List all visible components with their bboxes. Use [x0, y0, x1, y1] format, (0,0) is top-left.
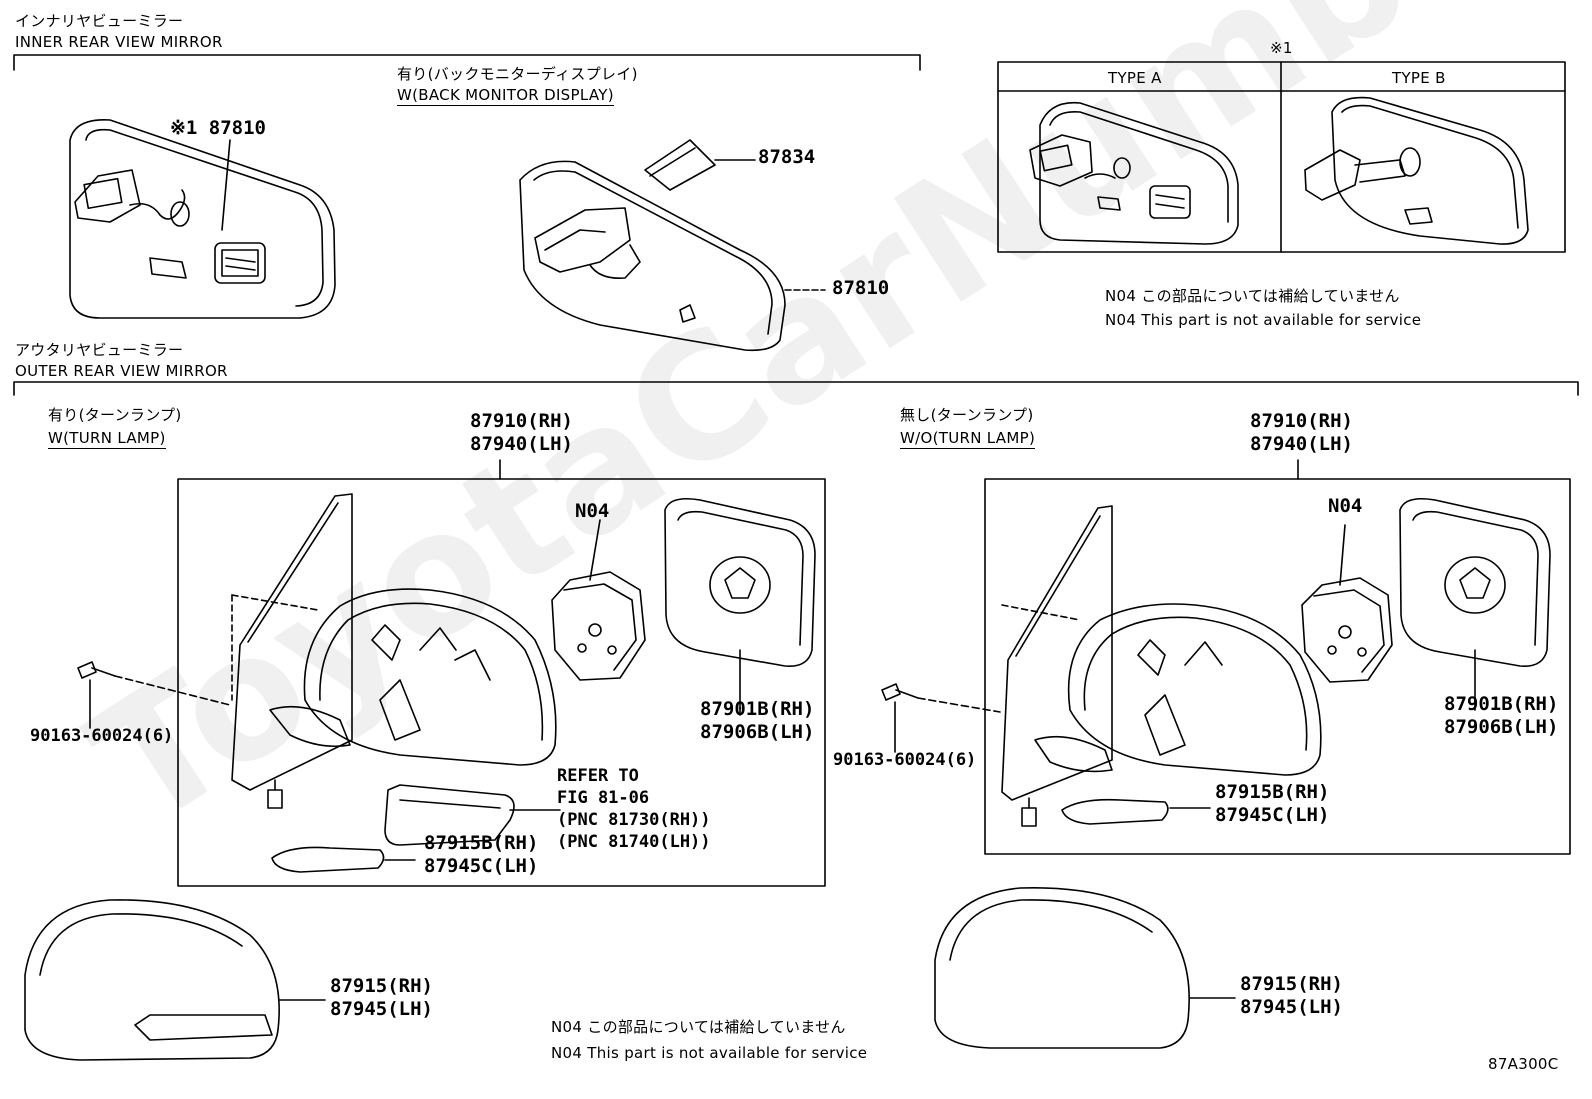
- outer-right-cap: [934, 886, 1236, 1049]
- left-cover-lh: 87945C(LH): [424, 855, 539, 877]
- outer-left-glass: [664, 497, 816, 716]
- inner-section-title-jp: インナリヤビューミラー: [15, 12, 184, 30]
- no-turn-lamp-condition-jp: 無し(ターンランプ): [900, 406, 1034, 424]
- right-cover-rh: 87915B(RH): [1215, 781, 1330, 803]
- turn-lamp-condition-jp: 有り(ターンランプ): [48, 406, 182, 424]
- inner-section-bracket: [13, 54, 921, 71]
- outer-left-mirror-body: [231, 493, 557, 809]
- inner-section-title-en: INNER REAR VIEW MIRROR: [15, 33, 223, 51]
- bmd-condition-en: W(BACK MONITOR DISPLAY): [397, 86, 614, 106]
- part-87834: 87834: [758, 146, 816, 168]
- type-a-mirror: [1029, 101, 1239, 245]
- refer-line-2: FIG 81-06: [557, 788, 650, 808]
- footer-note-en: N04 This part is not available for servi…: [551, 1044, 868, 1062]
- turn-lamp-condition-en: W(TURN LAMP): [48, 429, 166, 449]
- right-assy-rh: 87910(RH): [1250, 410, 1353, 432]
- outer-left-motor: [551, 519, 646, 681]
- outer-section-title-jp: アウタリヤビューミラー: [15, 341, 184, 359]
- outer-section-title-en: OUTER REAR VIEW MIRROR: [15, 362, 228, 380]
- left-bolt: 90163-60024(6): [30, 726, 174, 746]
- left-glass-lh: 87906B(LH): [700, 721, 815, 743]
- outer-right-bolt: [881, 683, 1001, 753]
- right-outer-cover-rh: 87915(RH): [1240, 973, 1343, 995]
- part-87810-a: ※1 87810: [170, 117, 266, 139]
- left-outer-cover-lh: 87945(LH): [330, 998, 433, 1020]
- outer-right-motor: [1301, 524, 1393, 683]
- right-n04: N04: [1328, 495, 1363, 517]
- type-b-mirror: [1304, 96, 1529, 245]
- inner-mirror-87810-b: [519, 139, 826, 352]
- outer-left-turn-lamp: [384, 784, 561, 846]
- right-bolt: 90163-60024(6): [833, 750, 977, 770]
- bmd-condition-jp: 有り(バックモニターディスプレイ): [397, 65, 638, 83]
- figure-code: 87A300C: [1488, 1055, 1559, 1073]
- left-assy-rh: 87910(RH): [470, 410, 573, 432]
- n04-note-jp: N04 この部品については補給していません: [1105, 287, 1400, 305]
- no-turn-lamp-condition-en: W/O(TURN LAMP): [900, 429, 1036, 449]
- refer-line-4: (PNC 81740(LH)): [557, 832, 711, 852]
- left-n04: N04: [575, 500, 610, 522]
- outer-right-frame: [984, 459, 1571, 855]
- outer-left-cover-small: [271, 846, 416, 873]
- left-assy-lh: 87940(LH): [470, 433, 573, 455]
- outer-left-frame: [177, 459, 826, 887]
- refer-line-1: REFER TO: [557, 766, 639, 786]
- type-b-label: TYPE B: [1392, 69, 1446, 87]
- type-mark: ※1: [1270, 39, 1293, 57]
- right-cover-lh: 87945C(LH): [1215, 804, 1330, 826]
- left-outer-cover-rh: 87915(RH): [330, 975, 433, 997]
- footer-note-jp: N04 この部品については補給していません: [551, 1018, 846, 1036]
- outer-right-mirror-body: [1001, 505, 1322, 827]
- right-outer-cover-lh: 87945(LH): [1240, 996, 1343, 1018]
- right-glass-lh: 87906B(LH): [1444, 716, 1559, 738]
- outer-left-bolt: [77, 661, 231, 729]
- right-assy-lh: 87940(LH): [1250, 433, 1353, 455]
- n04-note-en: N04 This part is not available for servi…: [1105, 311, 1422, 329]
- outer-right-glass: [1399, 497, 1551, 711]
- outer-right-cover-small: [1061, 798, 1211, 825]
- outer-section-bracket: [13, 381, 1579, 396]
- refer-line-3: (PNC 81730(RH)): [557, 810, 711, 830]
- type-table: [997, 61, 1566, 253]
- outer-left-cap: [24, 899, 326, 1061]
- left-glass-rh: 87901B(RH): [700, 698, 815, 720]
- part-87810-b: 87810: [832, 277, 890, 299]
- inner-mirror-87810-a: [69, 119, 336, 319]
- type-a-label: TYPE A: [1108, 69, 1162, 87]
- right-glass-rh: 87901B(RH): [1444, 693, 1559, 715]
- left-cover-rh: 87915B(RH): [424, 832, 539, 854]
